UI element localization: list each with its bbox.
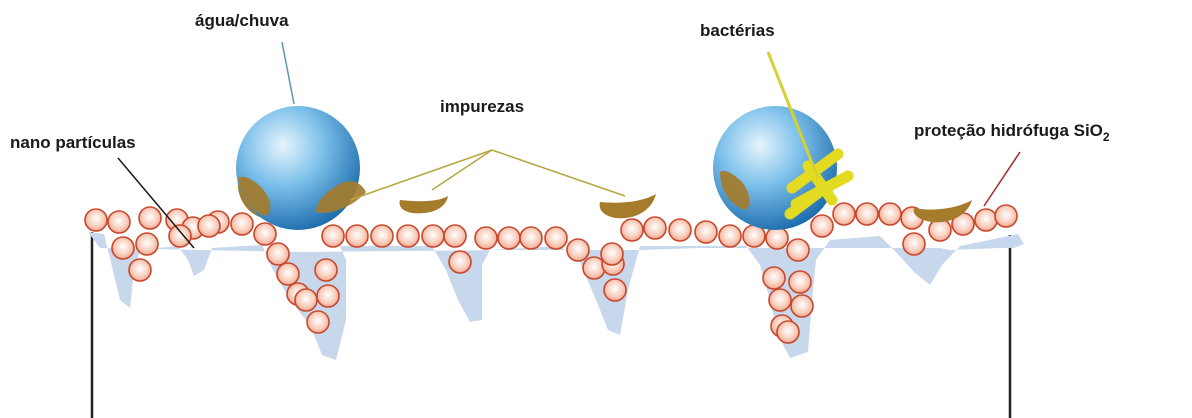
nanoparticle (766, 227, 788, 249)
label-impurities: impurezas (440, 97, 524, 116)
nanoparticle-group (85, 203, 1017, 343)
nanoparticle (498, 227, 520, 249)
label-water-rain: água/chuva (195, 11, 289, 30)
nanoparticle (112, 237, 134, 259)
nanoparticle (811, 215, 833, 237)
nanoparticle (277, 263, 299, 285)
nanoparticle (763, 267, 785, 289)
nanoparticle (371, 225, 393, 247)
nanoparticle (198, 215, 220, 237)
nanoparticle (995, 205, 1017, 227)
label-nanoparticles: nano partículas (10, 133, 136, 152)
nanoparticle (856, 203, 878, 225)
nanoparticle (254, 223, 276, 245)
nanoparticle (833, 203, 855, 225)
nanoparticle (129, 259, 151, 281)
nanoparticle (169, 225, 191, 247)
nanoparticle (108, 211, 130, 233)
hydrophobic-coating-layer (88, 232, 1024, 360)
nanoparticle (879, 203, 901, 225)
nanoparticle (139, 207, 161, 229)
water-droplet (236, 106, 360, 230)
nanoparticle (601, 243, 623, 265)
nanoparticle (903, 233, 925, 255)
nanoparticle (791, 295, 813, 317)
nanoparticle (719, 225, 741, 247)
nanoparticle (475, 227, 497, 249)
nanoparticle (644, 217, 666, 239)
nanoparticle (604, 279, 626, 301)
impurity-leader-line (432, 150, 492, 190)
label-bacteria: bactérias (700, 21, 775, 40)
nanoparticle (136, 233, 158, 255)
nanoparticle (520, 227, 542, 249)
nanoparticle (317, 285, 339, 307)
nanoparticle (322, 225, 344, 247)
nanoparticle (85, 209, 107, 231)
water-leader-line (282, 42, 294, 104)
nanoparticle (397, 225, 419, 247)
nanoparticle (975, 209, 997, 231)
nanoparticle (567, 239, 589, 261)
impurity-leader-line (350, 150, 492, 200)
nanoparticle (295, 289, 317, 311)
label-protection-subscript: 2 (1103, 130, 1110, 144)
impurity-flake (400, 196, 449, 213)
impurity-flake (600, 194, 656, 218)
nanoparticle (444, 225, 466, 247)
nanoparticle (231, 213, 253, 235)
nanoparticles-leader-line (118, 158, 194, 248)
nanoparticle (449, 251, 471, 273)
nanoparticle (789, 271, 811, 293)
nanoparticle (769, 289, 791, 311)
nanoparticle (777, 321, 799, 343)
nanoparticle (545, 227, 567, 249)
impurity-leader-line (492, 150, 625, 196)
label-protection-text: proteção hidrófuga SiO (914, 121, 1103, 140)
protection-leader-line (984, 152, 1020, 206)
nanoparticle (346, 225, 368, 247)
nanoparticle (267, 243, 289, 265)
nanoparticle (621, 219, 643, 241)
nanoparticle (307, 311, 329, 333)
nanoparticle (422, 225, 444, 247)
nanoparticle (929, 219, 951, 241)
nanoparticle (669, 219, 691, 241)
nanoparticle (695, 221, 717, 243)
nanoparticle (315, 259, 337, 281)
label-hydrophobic-protection: proteção hidrófuga SiO2 (914, 121, 1110, 144)
nanoparticle (583, 257, 605, 279)
nanoparticle (787, 239, 809, 261)
